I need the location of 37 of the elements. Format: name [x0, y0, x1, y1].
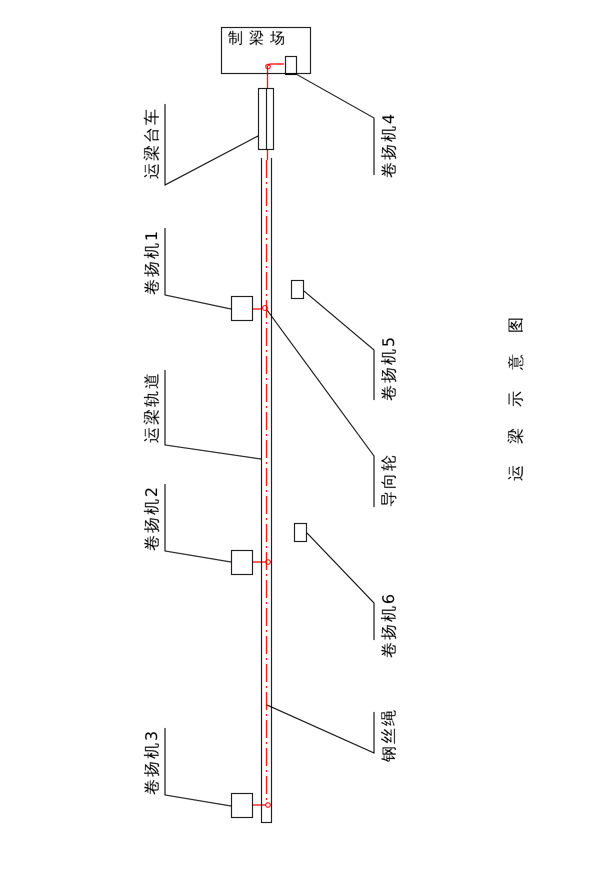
leader-line [306, 532, 374, 640]
leader-line [266, 310, 374, 508]
label-text: 卷扬机6 [375, 588, 397, 662]
rope-line [266, 63, 284, 88]
leader-line [164, 728, 232, 806]
winch-box [294, 523, 307, 542]
rope-line [253, 559, 271, 565]
yard-label: 制梁场 [228, 30, 291, 47]
track-rail [261, 158, 272, 823]
label-text: 卷扬机3 [143, 727, 165, 797]
leader-line [164, 228, 232, 310]
winch-box [231, 793, 253, 818]
label-text: 导向轮 [375, 452, 397, 508]
rope-line [253, 308, 262, 310]
wire-rope [264, 160, 269, 800]
leader-line [164, 370, 262, 460]
winch-box [231, 296, 253, 321]
leader-line [304, 290, 374, 400]
rope-line [253, 802, 271, 808]
label-text: 运梁轨道 [143, 370, 165, 444]
label-text: 卷扬机5 [375, 331, 397, 405]
label-text: 卷扬机2 [143, 483, 165, 553]
leader-line [164, 484, 232, 562]
winch-box [291, 280, 304, 299]
leader-line [296, 74, 374, 176]
label-text: 卷扬机1 [143, 227, 165, 297]
label-text: 钢丝绳 [375, 707, 397, 763]
label-text: 卷扬机4 [375, 108, 397, 182]
guide-wheel [262, 305, 268, 311]
winch-box [231, 550, 253, 575]
yard-box [221, 27, 311, 74]
diagram-title: 运梁示意图 [507, 312, 526, 483]
rope-line [266, 150, 268, 160]
beam-trolley [258, 88, 274, 150]
leader-line [164, 104, 258, 186]
label-text: 运梁台车 [143, 104, 165, 182]
winch-box [285, 56, 297, 75]
